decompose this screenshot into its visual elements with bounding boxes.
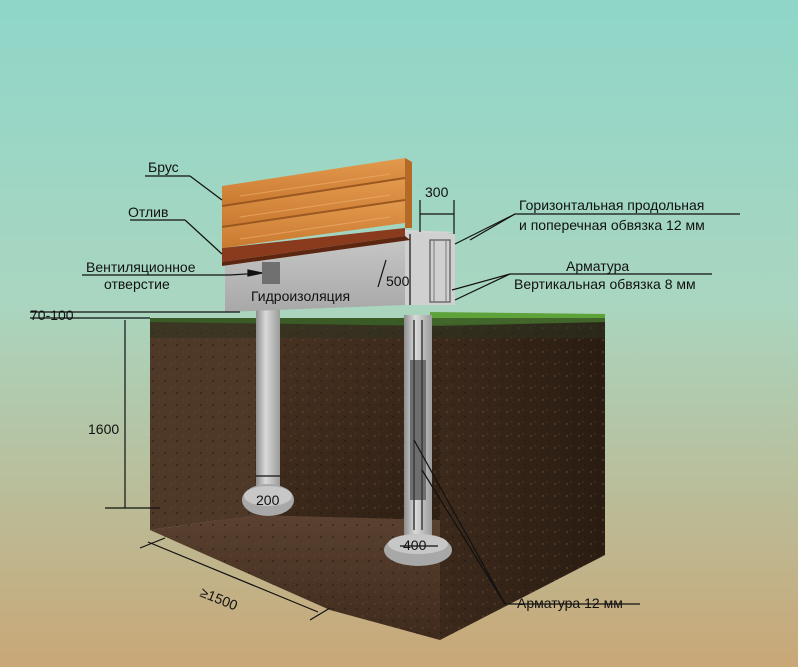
dim-70-100: 70-100 (30, 307, 74, 323)
label-vent-line1: Вентиляционное (86, 259, 196, 275)
label-vert-strap: Вертикальная обвязка 8 мм (514, 276, 696, 292)
label-strap-line2: и поперечная обвязка 12 мм (519, 217, 705, 233)
dim-200: 200 (256, 492, 280, 508)
dim-300: 300 (425, 184, 449, 200)
vent-hole (262, 262, 280, 284)
label-hydro: Гидроизоляция (251, 288, 351, 304)
dim-400: 400 (403, 537, 427, 553)
label-strap-line1: Горизонтальная продольная (519, 197, 705, 213)
label-brus: Брус (148, 159, 179, 175)
timber-beams (221, 158, 412, 248)
dim-500: 500 (386, 273, 410, 289)
label-armatura12: Арматура 12 мм (517, 595, 623, 611)
label-armatura: Арматура (566, 258, 630, 274)
dim-1600: 1600 (88, 421, 120, 437)
label-vent-line2: отверстие (104, 276, 170, 292)
left-pillar (256, 305, 280, 495)
flashing (222, 228, 405, 262)
label-otliv: Отлив (128, 204, 169, 220)
